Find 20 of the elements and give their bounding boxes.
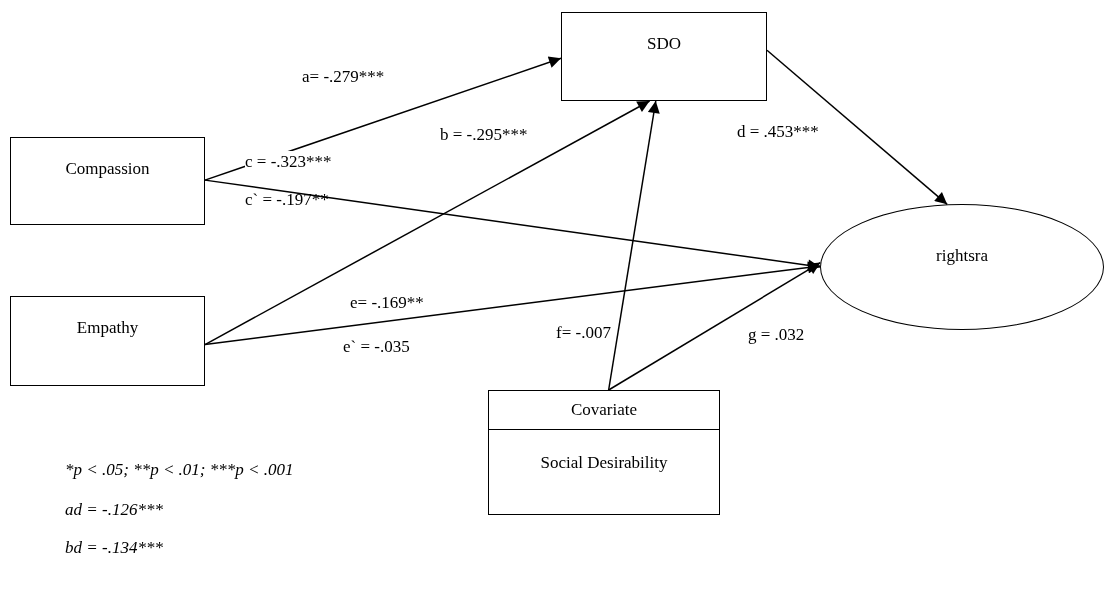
arrow bbox=[204, 56, 562, 181]
arrow bbox=[607, 100, 660, 391]
arrow bbox=[766, 49, 948, 206]
arrow bbox=[204, 261, 821, 346]
node-label: Social Desirability bbox=[540, 452, 668, 474]
node-label: SDO bbox=[647, 33, 681, 55]
box-heading: Covariate bbox=[570, 399, 638, 422]
note-text: bd = -.134*** bbox=[65, 537, 163, 559]
variable-box bbox=[10, 296, 205, 386]
variable-box bbox=[561, 12, 767, 101]
node-label: Compassion bbox=[65, 158, 150, 180]
coefficient-label: e` = -.035 bbox=[343, 336, 410, 358]
variable-box bbox=[10, 137, 205, 225]
covariate-box bbox=[488, 390, 720, 515]
arrow bbox=[607, 261, 822, 391]
node-label: rightsra bbox=[936, 245, 988, 267]
arrow bbox=[204, 100, 651, 346]
node-label: Empathy bbox=[76, 317, 139, 339]
note-text: ad = -.126*** bbox=[65, 499, 163, 521]
note-text: *p < .05; **p < .01; ***p < .001 bbox=[65, 459, 294, 481]
